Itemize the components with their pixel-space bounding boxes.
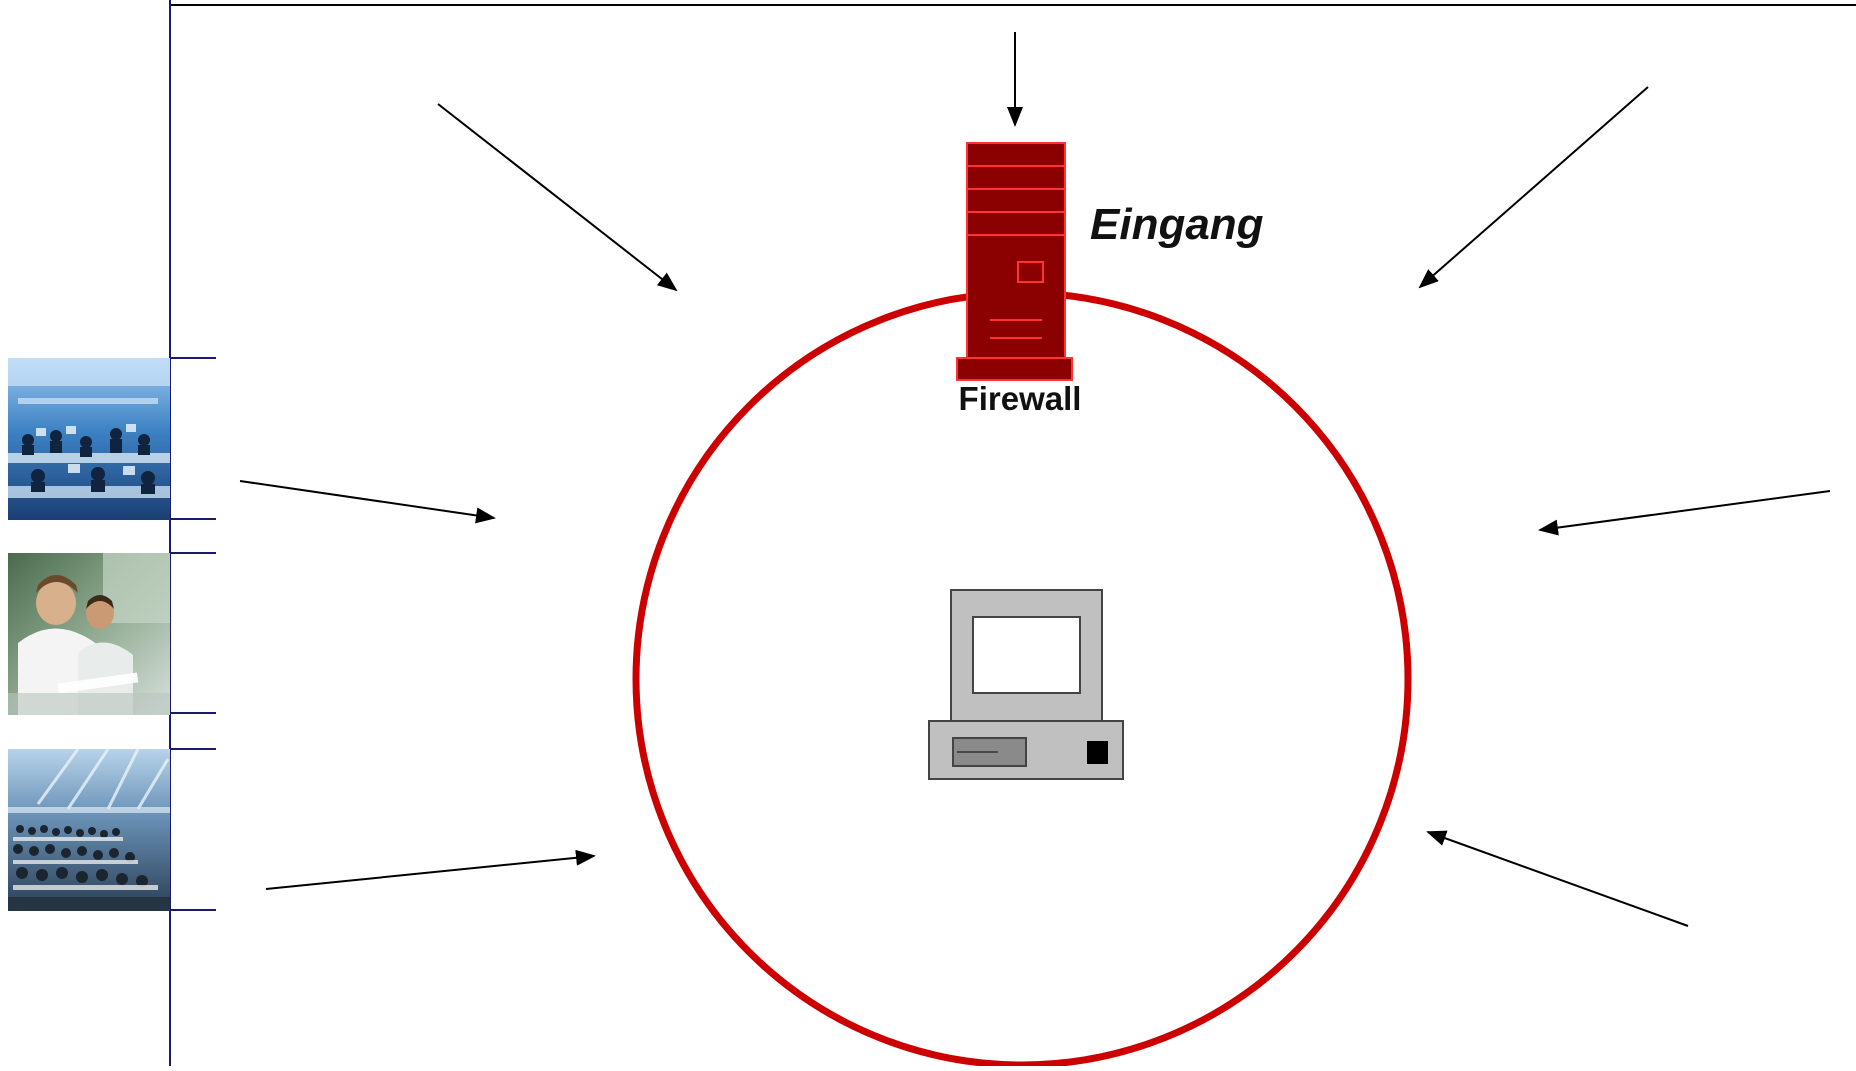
arrow-bottom-left	[265, 849, 596, 890]
desktop-computer-icon	[928, 589, 1124, 780]
entrance-label: Eingang	[1090, 200, 1264, 249]
firewall-label: Firewall	[958, 380, 1082, 417]
arrow-middle-left	[239, 480, 496, 524]
photo-students	[8, 553, 170, 715]
arrow-top-left	[437, 103, 678, 292]
arrow-middle-right	[1538, 490, 1831, 536]
arrow-top-right	[1418, 86, 1649, 289]
server-tower-icon	[956, 142, 1073, 381]
photo-lecture-hall	[8, 749, 170, 911]
arrow-bottom-right	[1426, 830, 1689, 927]
photo-computer-lab	[8, 358, 170, 520]
